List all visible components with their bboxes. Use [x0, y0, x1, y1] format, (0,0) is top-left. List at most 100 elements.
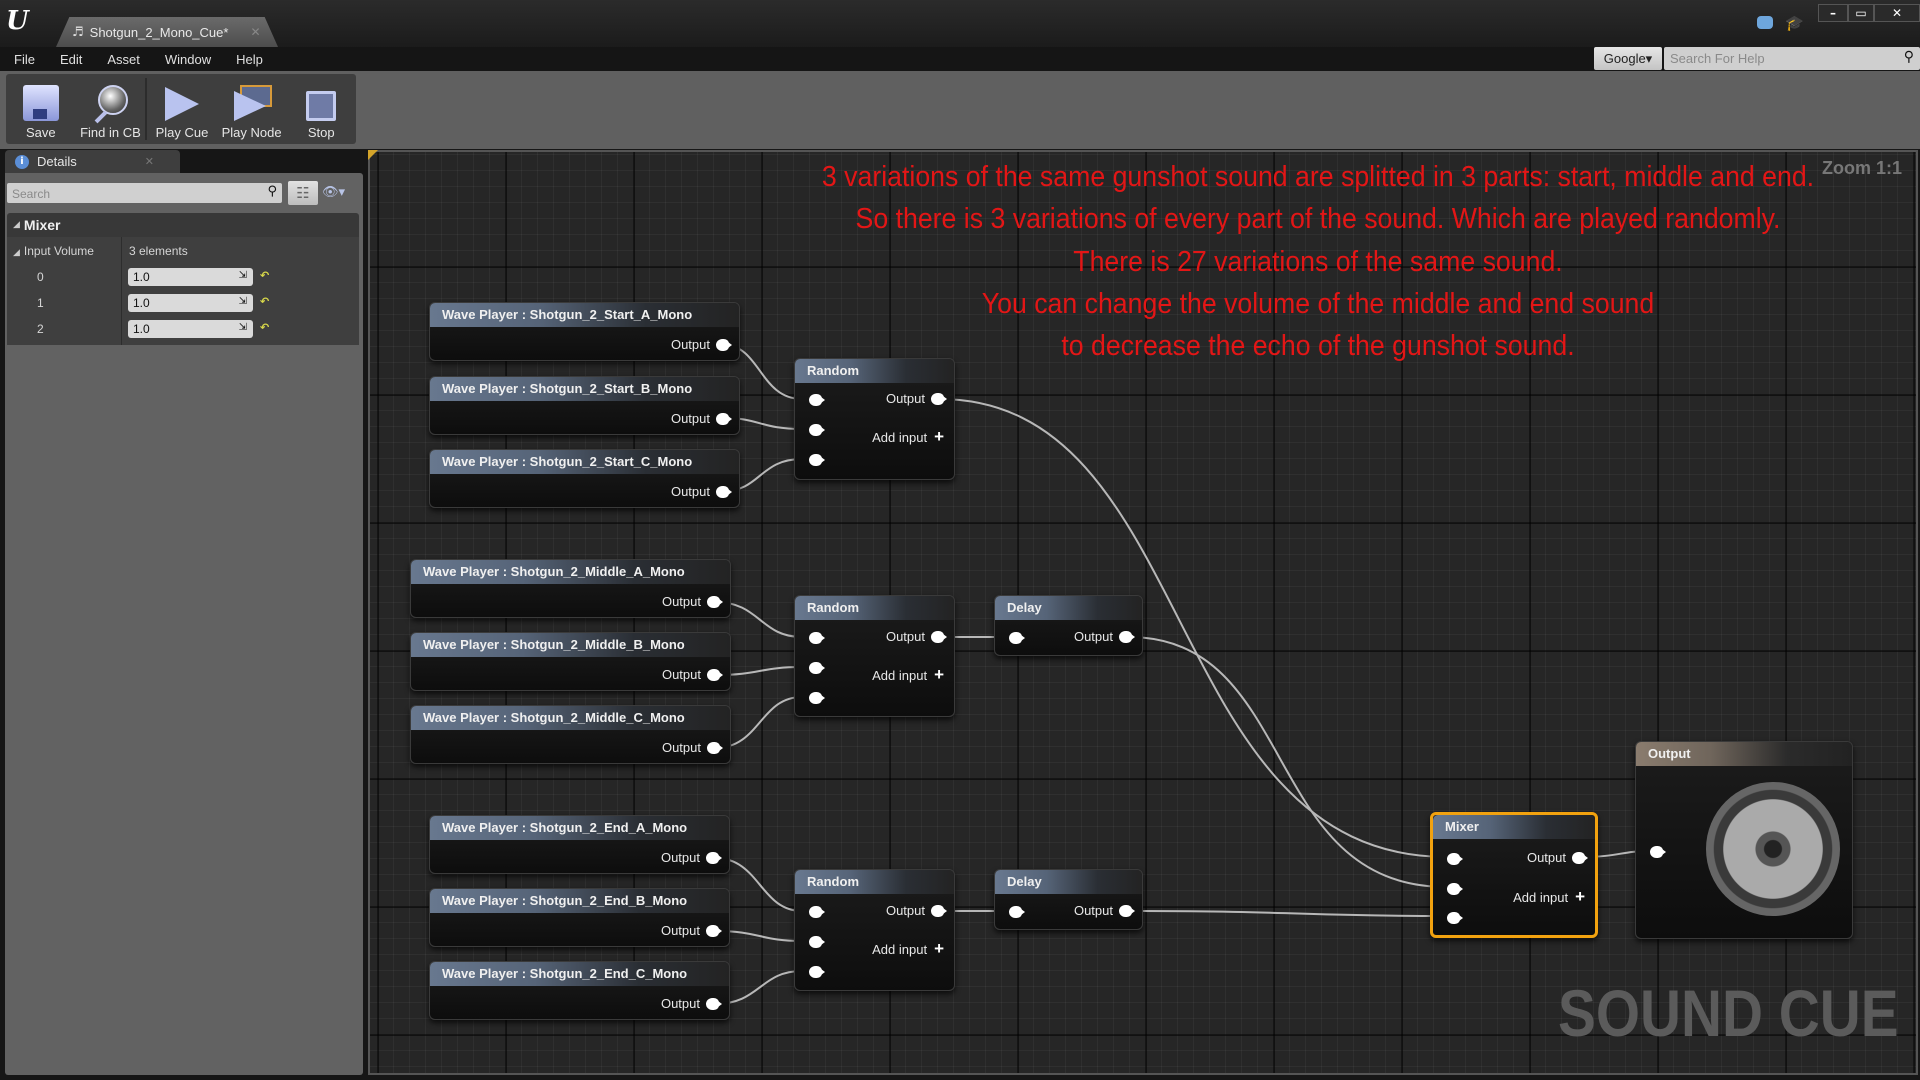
- pin-icon[interactable]: [706, 997, 722, 1010]
- delay-node[interactable]: Delay Output: [994, 595, 1143, 656]
- expand-triangle-icon[interactable]: ◢: [13, 247, 20, 257]
- pin-icon[interactable]: [707, 668, 723, 681]
- menu-asset[interactable]: Asset: [107, 51, 140, 67]
- minimize-button[interactable]: –: [1818, 4, 1848, 22]
- input-pin[interactable]: [809, 394, 825, 406]
- random-node[interactable]: Random Output Add input+: [794, 869, 955, 991]
- find-in-cb-button[interactable]: Find in CB: [76, 74, 146, 144]
- menu-help[interactable]: Help: [236, 51, 263, 67]
- search-icon[interactable]: ⚲: [1903, 49, 1914, 65]
- output-pin[interactable]: Output: [661, 923, 722, 938]
- stop-button[interactable]: Stop: [286, 74, 356, 144]
- input-pin[interactable]: [1447, 912, 1463, 924]
- wave-player-node[interactable]: Wave Player : Shotgun_2_End_C_Mono Outpu…: [429, 961, 730, 1020]
- play-node-button[interactable]: Play Node: [217, 74, 287, 144]
- save-button[interactable]: Save: [6, 74, 76, 144]
- chat-icon[interactable]: [1757, 16, 1773, 29]
- pin-icon[interactable]: [706, 851, 722, 864]
- search-provider-dropdown[interactable]: Google▾: [1594, 47, 1662, 70]
- output-pin[interactable]: Output: [1074, 629, 1135, 644]
- menu-edit[interactable]: Edit: [59, 51, 83, 67]
- input-pin[interactable]: [809, 662, 825, 674]
- wave-player-node[interactable]: Wave Player : Shotgun_2_Middle_B_Mono Ou…: [410, 632, 731, 691]
- input-pin[interactable]: [809, 936, 825, 948]
- wave-player-node[interactable]: Wave Player : Shotgun_2_Start_B_Mono Out…: [429, 376, 740, 435]
- pin-icon[interactable]: [707, 595, 723, 608]
- output-pin[interactable]: Output: [886, 903, 947, 918]
- input-pin[interactable]: [1447, 853, 1463, 865]
- output-pin[interactable]: Output: [671, 484, 732, 499]
- visibility-options-dropdown[interactable]: 👁▾: [322, 185, 346, 200]
- pin-icon[interactable]: [716, 412, 732, 425]
- volume-field-1[interactable]: 1.0⇲: [128, 294, 253, 312]
- pin-icon[interactable]: [707, 741, 723, 754]
- pin-icon[interactable]: [706, 924, 722, 937]
- pin-icon[interactable]: [1119, 904, 1135, 917]
- add-input-button[interactable]: Add input+: [872, 939, 944, 958]
- output-pin[interactable]: Output: [886, 629, 947, 644]
- input-pin[interactable]: [809, 692, 825, 704]
- add-input-button[interactable]: Add input+: [872, 427, 944, 446]
- play-cue-button[interactable]: Play Cue: [147, 74, 217, 144]
- wave-player-node[interactable]: Wave Player : Shotgun_2_End_A_Mono Outpu…: [429, 815, 730, 874]
- pin-icon[interactable]: [1119, 630, 1135, 643]
- output-pin[interactable]: Output: [1074, 903, 1135, 918]
- add-input-button[interactable]: Add input+: [872, 665, 944, 684]
- output-pin[interactable]: Output: [662, 740, 723, 755]
- output-pin[interactable]: Output: [662, 594, 723, 609]
- pin-icon[interactable]: [716, 338, 732, 351]
- wave-player-node[interactable]: Wave Player : Shotgun_2_End_B_Mono Outpu…: [429, 888, 730, 947]
- tutorial-icon[interactable]: 🎓: [1785, 14, 1804, 32]
- menu-file[interactable]: File: [14, 51, 35, 67]
- input-volume-label[interactable]: ◢Input Volume: [13, 244, 94, 258]
- reset-to-default-icon[interactable]: ↶: [260, 321, 270, 334]
- input-pin[interactable]: [809, 632, 825, 644]
- details-search-input[interactable]: [7, 184, 252, 204]
- mixer-node[interactable]: Mixer Output Add input+: [1430, 812, 1598, 938]
- pin-icon[interactable]: [716, 485, 732, 498]
- delay-node[interactable]: Delay Output: [994, 869, 1143, 930]
- wave-player-node[interactable]: Wave Player : Shotgun_2_Middle_A_Mono Ou…: [410, 559, 731, 618]
- input-pin[interactable]: [1447, 883, 1463, 895]
- pin-icon[interactable]: [931, 904, 947, 917]
- property-matrix-button[interactable]: ☷: [288, 181, 318, 205]
- close-details-tab-icon[interactable]: ✕: [144, 155, 154, 168]
- wave-player-node[interactable]: Wave Player : Shotgun_2_Start_A_Mono Out…: [429, 302, 740, 361]
- volume-field-0[interactable]: 1.0⇲: [128, 268, 253, 286]
- help-search-input[interactable]: [1664, 47, 1890, 70]
- output-pin[interactable]: Output: [662, 667, 723, 682]
- random-node[interactable]: Random Output Add input+: [794, 595, 955, 717]
- output-pin[interactable]: Output: [671, 411, 732, 426]
- add-input-button[interactable]: Add input+: [1513, 887, 1585, 906]
- mixer-category-header[interactable]: ◢ Mixer: [7, 213, 359, 237]
- details-tab[interactable]: i Details ✕: [5, 150, 180, 173]
- input-pin[interactable]: [809, 966, 825, 978]
- wave-player-node[interactable]: Wave Player : Shotgun_2_Start_C_Mono Out…: [429, 449, 740, 508]
- close-window-button[interactable]: ✕: [1874, 4, 1920, 22]
- pin-icon[interactable]: [931, 630, 947, 643]
- unreal-logo-icon[interactable]: U: [6, 6, 29, 36]
- column-divider[interactable]: [121, 237, 122, 345]
- pin-icon[interactable]: [931, 392, 947, 405]
- input-pin[interactable]: [1009, 632, 1025, 644]
- maximize-button[interactable]: ▭: [1848, 4, 1874, 22]
- document-tab[interactable]: ♬ Shotgun_2_Mono_Cue* ✕: [56, 17, 278, 47]
- output-pin[interactable]: Output: [886, 391, 947, 406]
- output-pin[interactable]: Output: [1527, 850, 1588, 865]
- random-node[interactable]: Random Output Add input+: [794, 358, 955, 480]
- pin-icon[interactable]: [1572, 851, 1588, 864]
- output-pin[interactable]: Output: [661, 996, 722, 1011]
- input-pin[interactable]: [1009, 906, 1025, 918]
- input-pin[interactable]: [809, 906, 825, 918]
- menu-window[interactable]: Window: [164, 51, 212, 67]
- output-node[interactable]: Output: [1635, 741, 1853, 939]
- reset-to-default-icon[interactable]: ↶: [260, 295, 270, 308]
- output-pin[interactable]: Output: [661, 850, 722, 865]
- wave-player-node[interactable]: Wave Player : Shotgun_2_Middle_C_Mono Ou…: [410, 705, 731, 764]
- reset-to-default-icon[interactable]: ↶: [260, 269, 270, 282]
- output-pin[interactable]: Output: [671, 337, 732, 352]
- input-pin[interactable]: [1650, 846, 1666, 858]
- input-pin[interactable]: [809, 454, 825, 466]
- search-icon[interactable]: ⚲: [267, 184, 277, 199]
- collapse-triangle-icon[interactable]: ◢: [13, 220, 20, 230]
